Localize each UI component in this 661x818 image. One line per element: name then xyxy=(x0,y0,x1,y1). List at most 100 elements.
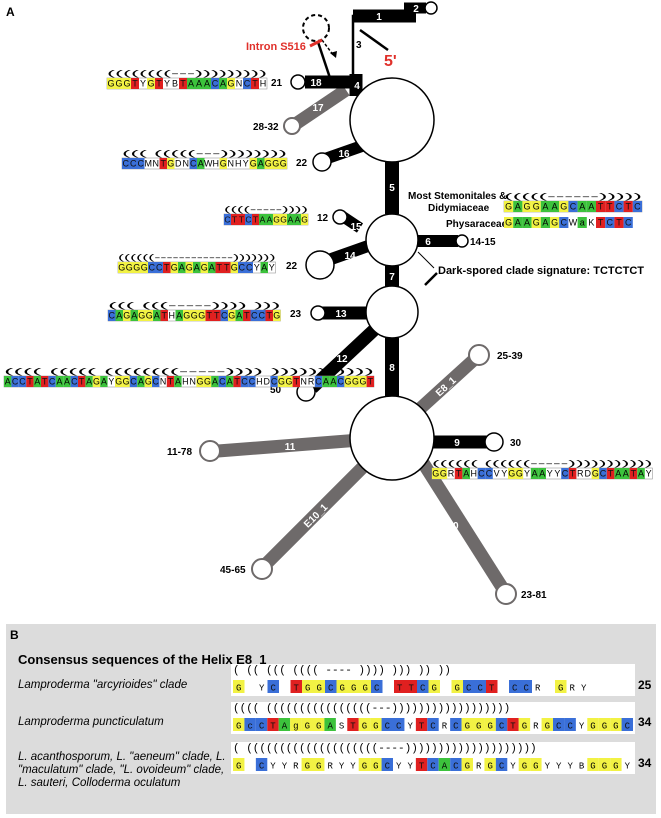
seq-h16-base: C xyxy=(138,159,145,169)
helix-6-number: 6 xyxy=(425,237,431,248)
row-2-base: G xyxy=(476,722,481,732)
seq-h18-base: G xyxy=(123,79,130,89)
seq-h18-base-bg xyxy=(115,78,123,89)
seq-h12-base: T xyxy=(42,377,48,387)
seq-h12-base-bg xyxy=(248,376,256,387)
seq-h12-base-bg xyxy=(344,376,352,387)
seq-h16-base: M xyxy=(145,159,153,169)
seq-h9-base: V xyxy=(494,469,500,479)
seq-h13-base-bg xyxy=(258,310,266,321)
row-2-base-bg xyxy=(553,718,565,731)
seq-h9-base-bg xyxy=(462,468,470,479)
seq-h12-base-bg xyxy=(337,376,345,387)
seq-h16-base: C xyxy=(123,159,130,169)
seq-h14-base-bg xyxy=(125,262,133,273)
row-2-base: R xyxy=(533,722,539,732)
seq-h14-base: A xyxy=(209,263,215,273)
seq-physaraceae-base-bg xyxy=(513,217,523,228)
row-3-base: B xyxy=(579,762,585,772)
seq-h14-base: A xyxy=(194,263,200,273)
seq-physaraceae-base: C xyxy=(607,218,614,228)
seq-h14-base: G xyxy=(186,263,193,273)
seq-h14-base: C xyxy=(156,263,163,273)
row-2-base-bg xyxy=(301,718,313,731)
seq-h15-base: C xyxy=(224,215,230,225)
seq-stemonitales-base-bg xyxy=(614,201,624,212)
row-2-base-bg xyxy=(233,718,245,731)
seq-h12-base: D xyxy=(263,377,269,387)
seq-h12-base: C xyxy=(49,377,56,387)
seq-h12-base-bg xyxy=(137,376,145,387)
row-2-base: c xyxy=(247,722,252,732)
row-2-base: T xyxy=(419,722,425,732)
seq-h14-base: G xyxy=(201,263,208,273)
seq-h18-base-bg xyxy=(243,78,251,89)
seq-h13-base-bg xyxy=(243,310,251,321)
seq-h18-base-bg xyxy=(187,78,195,89)
seq-h12-base: C xyxy=(19,377,26,387)
seq-h13-base-bg xyxy=(175,310,183,321)
seq-h13-base: G xyxy=(191,311,198,321)
seq-h12-base-bg xyxy=(48,376,56,387)
seq-h18-base: C xyxy=(244,79,251,89)
row-2-base: T xyxy=(350,722,356,732)
row-1-base: G xyxy=(455,684,460,694)
seq-h12-base: G xyxy=(204,377,211,387)
brackets-3: ( ((((((((((((((((((((----))))))))))))))… xyxy=(233,743,537,755)
seq-h12-base-bg xyxy=(144,376,152,387)
intron-marker xyxy=(309,38,323,48)
row-3-base: G xyxy=(316,762,321,772)
hairpin-loop-2 xyxy=(424,1,438,15)
row-2-base-bg xyxy=(598,718,611,731)
row-2-base: C xyxy=(385,722,391,732)
seq-h14-base: C xyxy=(246,263,253,273)
row-3-base: G xyxy=(362,762,367,772)
seq-h16-base: N xyxy=(153,159,160,169)
seq-h13-base-bg xyxy=(115,310,123,321)
signature-label: Dark-spored clade signature: TCTCTCT xyxy=(438,265,644,277)
row-1-base: C xyxy=(512,684,518,694)
seq-h12-base: C xyxy=(12,377,19,387)
seq-h12-base-bg xyxy=(359,376,367,387)
row-1-base: R xyxy=(535,684,541,694)
helix-8-number: 8 xyxy=(389,363,395,374)
row-1-base-bg xyxy=(486,680,498,693)
count-3: 34 xyxy=(638,756,652,770)
hairpin-loop-18 xyxy=(290,74,306,90)
row-2-base: C xyxy=(430,722,436,732)
seq-h9-base: A xyxy=(623,469,629,479)
seq-h13-base-bg xyxy=(183,310,191,321)
seq-h13-base-bg xyxy=(265,310,273,321)
multiloop-2 xyxy=(365,213,419,267)
seq-h12-base: A xyxy=(101,377,107,387)
row-2-base-bg xyxy=(358,718,371,731)
seq-h12-base-bg xyxy=(129,376,138,387)
row-3-base: C xyxy=(499,762,505,772)
row-3-base: G xyxy=(236,762,241,772)
seq-h18-base: A xyxy=(188,79,194,89)
seq-h13-base-bg xyxy=(123,310,131,321)
seq-h12-base-bg xyxy=(233,376,241,387)
seq-h9-base: G xyxy=(432,469,439,479)
seq-h14-brackets: ((((((-------------))))))) xyxy=(118,253,276,262)
row-3-base: G xyxy=(590,762,595,772)
seq-h13-base: T xyxy=(162,311,168,321)
row-3-base: G xyxy=(373,762,378,772)
row-2-base: Y xyxy=(579,722,585,732)
seq-h18-base-bg xyxy=(155,78,163,89)
seq-h16-base: G xyxy=(272,159,279,169)
seq-h16-base: Y xyxy=(243,159,249,169)
row-1-base: G xyxy=(236,684,241,694)
species-name-2: Lamproderma puncticulatum xyxy=(18,716,164,728)
row-2-base-bg xyxy=(313,718,325,731)
seq-h12-base: A xyxy=(64,377,70,387)
row-1-base: G xyxy=(351,684,356,694)
seq-h16-base: A xyxy=(198,159,204,169)
row-2-base-bg xyxy=(427,718,439,731)
seq-physaraceae-base-bg xyxy=(623,217,633,228)
seq-h9-base-bg xyxy=(637,468,645,479)
seq-physaraceae-base: K xyxy=(588,218,594,228)
seq-h12-base: C xyxy=(71,377,78,387)
seq-stemonitales-base-bg xyxy=(513,201,523,212)
seq-h9-base-bg xyxy=(629,468,638,479)
